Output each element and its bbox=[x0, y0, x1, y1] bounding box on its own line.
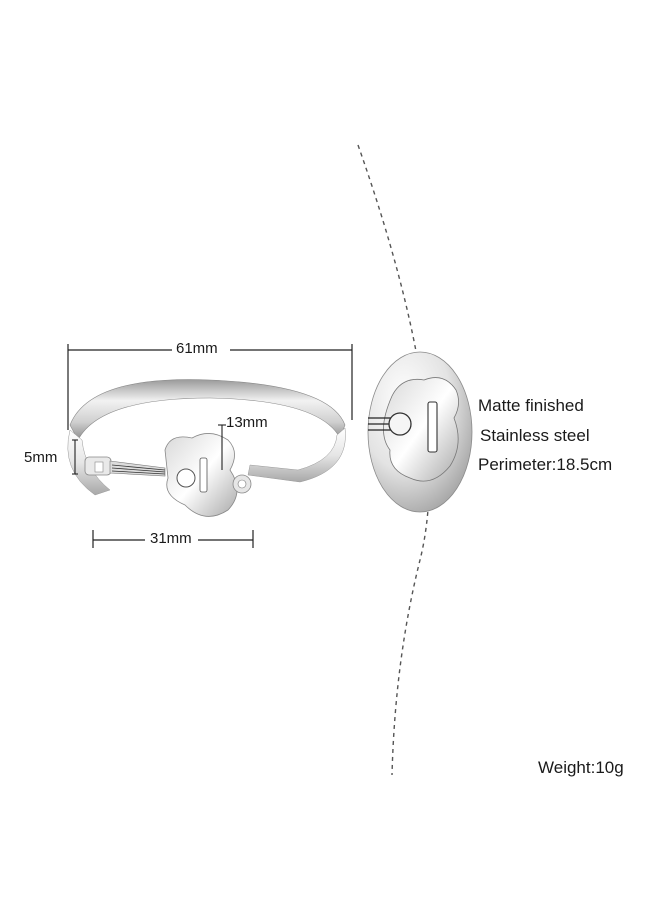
material-label: Stainless steel bbox=[480, 426, 590, 445]
zoom-disc bbox=[367, 351, 473, 513]
dimension-31mm bbox=[92, 530, 254, 548]
dimension-61mm bbox=[67, 344, 353, 430]
dimension-5mm bbox=[72, 439, 78, 475]
width-label: 61mm bbox=[176, 340, 218, 357]
zoom-arc bbox=[357, 144, 430, 776]
weight-label: Weight:10g bbox=[538, 758, 624, 777]
bangle-front-right bbox=[247, 427, 346, 483]
dimension-13mm bbox=[218, 424, 226, 470]
perimeter-label: Perimeter:18.5cm bbox=[478, 455, 613, 474]
finish-label: Matte finished bbox=[478, 396, 584, 415]
bangle-front bbox=[67, 429, 111, 496]
bangle-back bbox=[69, 379, 346, 441]
height-label: 5mm bbox=[24, 449, 58, 466]
guitar-charm bbox=[84, 433, 252, 517]
charm-height-label: 13mm bbox=[226, 414, 268, 431]
charm-width-label: 31mm bbox=[150, 530, 192, 547]
